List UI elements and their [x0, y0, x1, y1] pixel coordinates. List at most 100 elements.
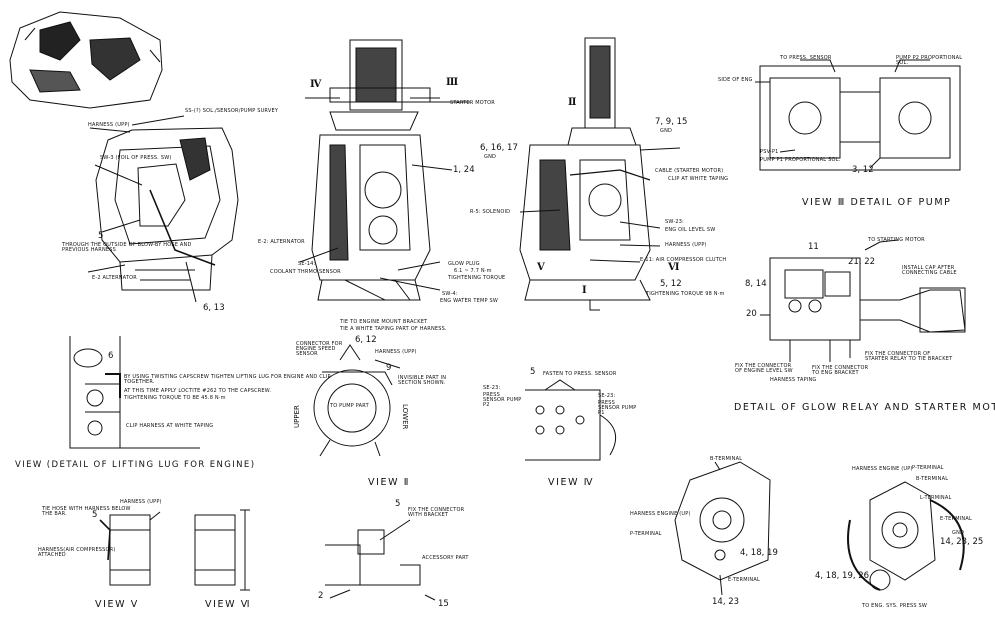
label-sw23: SW-23: — [665, 219, 684, 225]
label-harness-upp-v2: HARNESS (UPP) — [375, 349, 417, 355]
label-tie-white-taping: TIE A WHITE TAPING PART OF HARNESS. — [340, 326, 447, 332]
label-r5-solenoid: R-5: SOLENOID — [470, 209, 511, 215]
callout-3-12: 3, 12 — [852, 165, 874, 175]
label-e-terminal-starter: E-TERMINAL — [940, 516, 972, 522]
caption-glow-relay: DETAIL OF GLOW RELAY AND STARTER MOTOR — [734, 402, 995, 413]
roman-1-arrow: Ⅰ — [582, 285, 587, 296]
label-sw-pressure: SW-3 (FOIL OF PRESS. SW) — [100, 155, 172, 161]
label-speed-sensor-connector: CONNECTOR FOR ENGINE SPEED SENSOR — [296, 341, 343, 357]
label-fasten-press-sensor: FASTEN TO PRESS. SENSOR — [543, 371, 617, 377]
label-p-terminal-starter: P-TERMINAL — [912, 465, 944, 471]
starter-terminal-illustration — [847, 481, 965, 591]
label-b-terminal-alt: B-TERMINAL — [710, 456, 743, 462]
callout-14-23-25: 14, 23, 25 — [940, 537, 984, 547]
label-pump-p1-sol: PUMP P1 PROPORTIONAL SOL. — [760, 157, 841, 163]
callout-8-14: 8, 14 — [745, 279, 767, 289]
label-tie-engine-mount: TIE TO ENGINE MOUNT BRACKET — [340, 319, 428, 325]
label-se23b: SE-23: — [598, 393, 616, 399]
label-psv-p1: PSV-P1 — [760, 149, 779, 155]
callout-5-12: 5, 12 — [660, 279, 682, 289]
label-p-terminal-alt: P-TERMINAL — [630, 531, 662, 537]
roman-4-arrow: Ⅳ — [310, 79, 322, 90]
caption-view-lifting-lug: VIEW (DETAIL OF LIFTING LUG FOR ENGINE) — [15, 460, 256, 470]
callout-6-lug: 6 — [108, 351, 114, 361]
callout-7-9-15: 7, 9, 15 — [655, 117, 688, 127]
engine-side-view — [87, 115, 239, 303]
label-to-pump-part: TO PUMP PART — [330, 403, 369, 409]
caption-view2: VIEW Ⅱ — [368, 477, 410, 488]
label-gnd-starter: GND — [952, 530, 965, 536]
label-fix-connector-1: FIX THE CONNECTOR OF ENGINE LEVEL SW — [735, 363, 793, 374]
label-glow-plug: GLOW PLUG — [448, 261, 480, 267]
label-fix-connector-3: FIX THE CONNECTOR OF STARTER RELAY TO TI… — [865, 351, 953, 362]
label-alternator-front: E-2: ALTERNATOR — [258, 239, 305, 245]
caption-view5: VIEW V — [95, 599, 139, 610]
label-coolant-sensor: COOLANT THRMO SENSOR — [270, 269, 341, 275]
callout-15: 15 — [438, 599, 449, 609]
label-upper: UPPER — [293, 405, 301, 428]
view2-illustration — [313, 344, 401, 457]
label-accessory-part: ACCESSORY PART — [422, 555, 469, 561]
label-press-sensor-p1: PRESS SENSOR PUMP P1 — [598, 400, 637, 416]
label-press-sensor-p2: PRESS SENSOR PUMP P2 — [483, 392, 522, 408]
roman-5-arrow: V — [537, 262, 545, 273]
label-se23a: SE-23: — [483, 385, 501, 391]
engine-rear-view — [519, 37, 681, 311]
callout-5-view4: 5 — [530, 367, 536, 377]
label-fix-connector-bracket: FIX THE CONNECTOR WITH BRACKET — [408, 507, 465, 518]
callout-6-12: 6, 12 — [355, 335, 377, 345]
label-to-starting-motor: TO STARTING MOTOR — [868, 237, 925, 243]
label-air-compressor-harness: HARNESS(AIR COMPRESSOR) ATTACHED — [38, 547, 116, 558]
label-tie-hose: TIE HOSE WITH HARNESS BELOW THE BAR. — [42, 506, 131, 517]
callout-6-13: 6, 13 — [203, 303, 225, 313]
roman-6-arrow: Ⅵ — [668, 262, 680, 273]
label-tightening-torque: TIGHTENING TORQUE — [448, 275, 506, 281]
label-air-compressor-clutch: E-11: AIR COMPRESSOR CLUTCH — [640, 257, 727, 263]
label-lower: LOWER — [401, 404, 409, 430]
caption-view3: VIEW Ⅲ DETAIL OF PUMP — [802, 197, 952, 208]
view4-illustration — [525, 379, 617, 461]
callout-9: 9 — [386, 363, 392, 373]
label-fix-connector-2: FIX THE CONNECTOR TO ENG BRACKET — [812, 365, 869, 376]
callout-5-bracket: 5 — [395, 499, 401, 509]
machine-overview-illustration — [9, 11, 163, 109]
label-se14: SE-14: — [298, 261, 316, 267]
engine-front-view — [299, 39, 470, 301]
label-harness-taping: HARNESS TAPING — [770, 377, 817, 383]
label-starter-motor: STARTER MOTOR — [450, 100, 495, 106]
caption-view4: VIEW Ⅳ — [548, 477, 595, 488]
label-pump-p2-sol: PUMP P2 PROPORTIONAL SOL. — [896, 55, 963, 66]
label-b-terminal-starter: B-TERMINAL — [916, 476, 949, 482]
label-e2-alternator: E-2 ALTERNATOR — [92, 275, 137, 281]
label-e-terminal-alt: E-TERMINAL — [728, 577, 760, 583]
label-eng-oil-level: ENG OIL LEVEL SW — [665, 227, 716, 233]
label-invisible-part: INVISIBLE PART IN SECTION SHOWN. — [398, 375, 447, 386]
view5-illustration — [99, 511, 161, 586]
bracket-illustration — [325, 519, 436, 601]
roman-3-arrow: Ⅲ — [446, 77, 459, 88]
caption-view6: VIEW Ⅵ — [205, 599, 252, 610]
label-to-press-sensor: TO PRESS. SENSOR — [780, 55, 832, 61]
label-rear-torque: TIGHTENING TORQUE 98 N·m — [646, 291, 725, 297]
lifting-lug-illustration — [69, 336, 200, 449]
label-eng-water-temp: ENG WATER TEMP SW — [440, 298, 498, 304]
label-gnd-rear: GND — [660, 128, 673, 134]
label-harness-engine-starter: HARNESS ENGINE (UP) — [852, 466, 913, 472]
label-through-note: THROUGH THE OUTSIDE OF BLOW-BY HOSE AND … — [62, 242, 192, 253]
callout-2: 2 — [318, 591, 324, 601]
callout-14-23: 14, 23 — [712, 597, 740, 607]
label-side-of-eng: SIDE OF ENG — [718, 77, 753, 83]
callout-20: 20 — [746, 309, 757, 319]
label-l-terminal-starter: L-TERMINAL — [920, 495, 952, 501]
label-glow-torque: 6.1 ~ 7.7 N·m — [454, 268, 492, 274]
label-lug-note-2: AT THIS TIME APPLY LOCTITE #262 TO THE C… — [124, 388, 272, 394]
label-sol-sensor: SS-(?) SOL./SENSOR/PUMP SURVEY — [185, 108, 279, 114]
callout-11: 11 — [808, 242, 819, 252]
label-clip-white: CLIP AT WHITE TAPING — [668, 176, 729, 182]
glow-relay-illustration — [760, 239, 966, 362]
label-clip-harness: CLIP HARNESS AT WHITE TAPING — [126, 423, 214, 429]
label-harness-upp-v5: HARNESS (UPP) — [120, 499, 162, 505]
callout-4-18-19: 4, 18, 19 — [740, 548, 778, 558]
callout-5-view5: 5 — [92, 510, 98, 520]
